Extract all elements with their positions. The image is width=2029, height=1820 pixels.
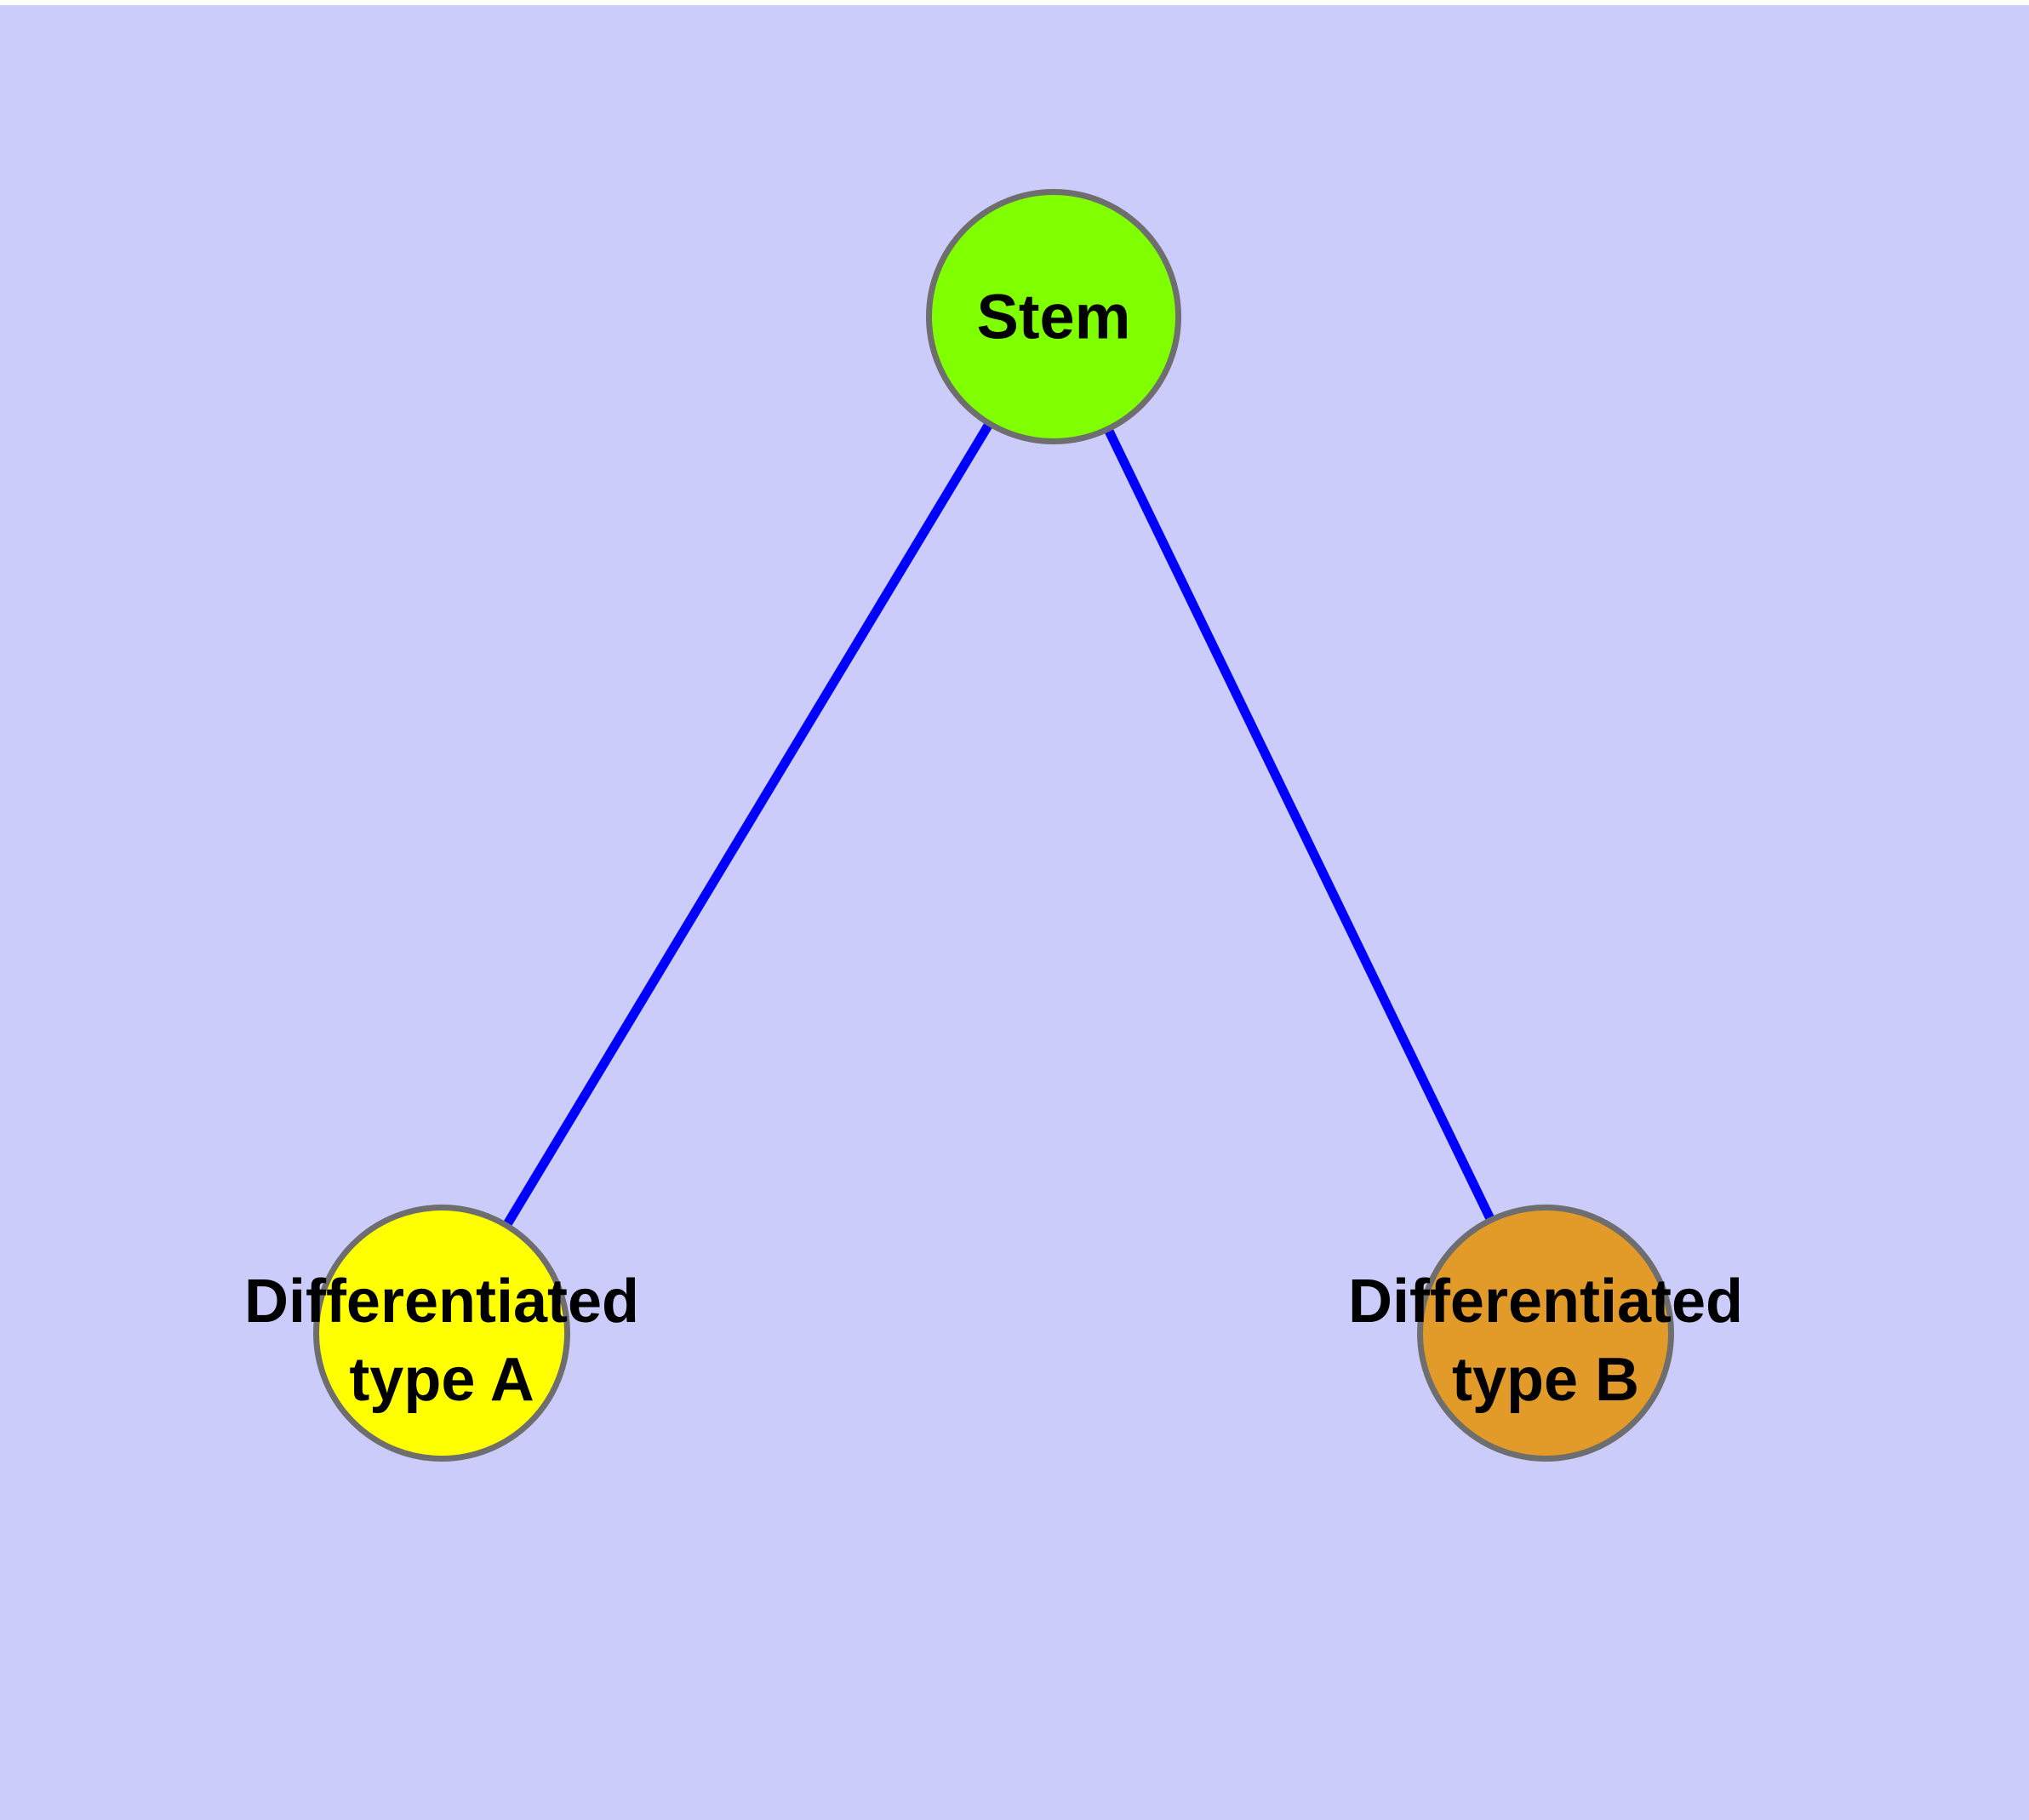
node-label-stem: Stem (977, 282, 1131, 352)
edge-stem-diff-b[interactable] (1102, 425, 1496, 1224)
node-link-diagram: Stem Differentiated type A Differentiate… (244, 189, 1743, 1462)
edge-layer (501, 419, 1496, 1230)
node-diff-b[interactable] (1417, 1205, 1674, 1462)
node-label-diff-b-line2: type B (1452, 1346, 1639, 1414)
diagram-background: Stem Differentiated type A Differentiate… (0, 5, 2029, 1820)
edge-stem-diff-a[interactable] (501, 419, 995, 1230)
node-circle-stem[interactable] (926, 189, 1181, 444)
node-label-layer: Stem Differentiated type A Differentiate… (244, 282, 1743, 1414)
node-label-diff-a-line1: Differentiated (244, 1268, 639, 1336)
node-layer (313, 189, 1674, 1462)
node-stem[interactable] (926, 189, 1181, 444)
node-label-diff-a-line2: type A (349, 1346, 534, 1414)
node-label-diff-b-line1: Differentiated (1348, 1268, 1743, 1336)
node-diff-a[interactable] (313, 1205, 570, 1462)
node-circle-diff-b[interactable] (1417, 1205, 1674, 1462)
node-circle-diff-a[interactable] (313, 1205, 570, 1462)
